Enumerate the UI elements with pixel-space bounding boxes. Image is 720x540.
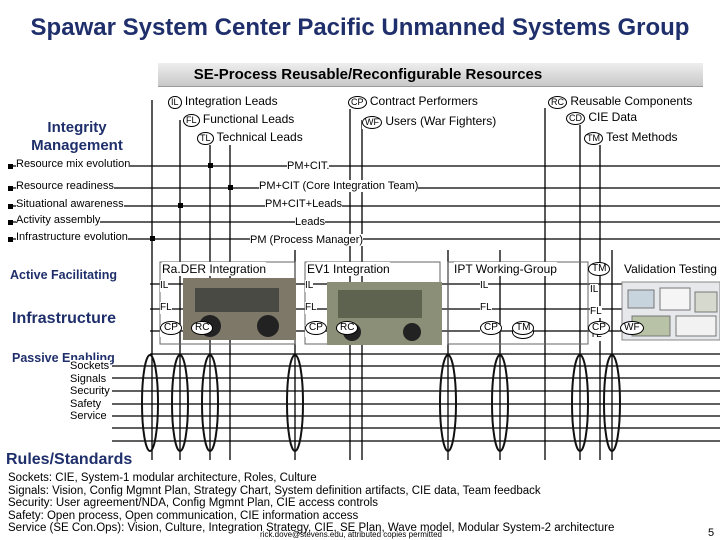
- cd-badge: CD: [566, 112, 585, 125]
- active-facilitating-label: Active Facilitating: [10, 268, 117, 282]
- role-tag-fl: FL: [160, 302, 172, 314]
- legend-wf: WF Users (War Fighters): [362, 114, 497, 129]
- role-tag-il: IL: [590, 284, 599, 296]
- project-title: EV1 Integration: [307, 262, 390, 276]
- node-marker: [208, 163, 213, 168]
- role-tag-il: IL: [480, 280, 489, 292]
- pm-label: PM (Process Manager): [250, 234, 364, 246]
- role-tag-tm: TM: [588, 262, 611, 276]
- rules-details: Sockets: CIE, System-1 modular architect…: [8, 472, 614, 535]
- role-tag-fl: FL: [590, 306, 602, 318]
- node-marker: [8, 204, 13, 209]
- role-tag-fl: FL: [305, 302, 317, 314]
- rule-item: Signals: [70, 372, 107, 385]
- rules-list: Sockets Signals Security Safety Service: [70, 360, 110, 423]
- legend-rc: RC Reusable Components: [548, 94, 693, 109]
- tm-badge: TM: [584, 132, 603, 145]
- integrity-item: Resource mix evolution: [16, 158, 131, 170]
- node-marker: [8, 237, 13, 242]
- role-tag-il: IL: [305, 280, 314, 292]
- subtitle: SE-Process Reusable/Reconfigurable Resou…: [193, 66, 543, 83]
- project-title: Validation Testing: [624, 262, 717, 276]
- rule-item: Service: [70, 410, 107, 422]
- pm-label: PM+CIT (Core Integration Team): [259, 180, 419, 192]
- rule-item: Security: [70, 385, 110, 397]
- integrity-item: Activity assembly: [16, 214, 101, 226]
- legend-tl-text: Technical Leads: [216, 130, 303, 144]
- tl-badge: TL: [197, 132, 214, 145]
- credit-line: rick.dove@stevens.edu, attributed copies…: [260, 530, 442, 539]
- node-marker: [150, 236, 155, 241]
- rule-line: Safety: Open process, Open communication…: [8, 509, 359, 522]
- pm-label: PM+CIT+Leads: [265, 198, 343, 210]
- role-tag-rc: RC: [191, 321, 214, 335]
- legend-wf-text: Users (War Fighters): [385, 114, 497, 128]
- page-number: 5: [708, 527, 715, 539]
- pm-label: Leads: [295, 216, 325, 228]
- legend-cp: CP Contract Performers: [348, 94, 478, 109]
- pm-label: PM+CIT.: [287, 160, 330, 172]
- node-marker: [8, 220, 13, 225]
- role-tag-wf: WF: [620, 321, 644, 335]
- il-badge: IL: [168, 96, 182, 109]
- node-marker: [8, 186, 13, 191]
- wf-badge: WF: [362, 116, 382, 129]
- node-marker: [228, 185, 233, 190]
- node-marker: [178, 203, 183, 208]
- rc-badge: RC: [548, 96, 567, 109]
- integrity-item: Resource readiness: [16, 180, 114, 192]
- rule-line: Signals: Vision, Config Mgmnt Plan, Stra…: [8, 484, 541, 497]
- integrity-item: Infrastructure evolution: [16, 231, 128, 243]
- cp-badge: CP: [348, 96, 367, 109]
- role-tag-rc: RC: [336, 321, 359, 335]
- rule-line: Security: User agreement/NDA, Config Mgm…: [8, 497, 379, 509]
- role-tag-cp: CP: [305, 321, 327, 335]
- role-tag-cp: CP: [588, 321, 610, 335]
- integrity-item: Situational awareness: [16, 198, 124, 210]
- legend-tl: TL Technical Leads: [197, 130, 303, 145]
- legend-cp-text: Contract Performers: [369, 94, 478, 108]
- page-title: Spawar System Center Pacific Unmanned Sy…: [30, 14, 690, 41]
- legend-rc-text: Reusable Components: [570, 94, 693, 108]
- node-marker: [8, 164, 13, 169]
- role-tag-cp: CP: [480, 321, 502, 335]
- legend-cd-text: CIE Data: [588, 110, 638, 124]
- rule-item: Safety: [70, 397, 102, 410]
- subtitle-banner: [158, 63, 703, 87]
- legend-cd: CD CIE Data: [566, 110, 638, 125]
- fl-badge: FL: [183, 114, 200, 127]
- legend-il: IL Integration Leads: [168, 94, 278, 109]
- rules-standards-heading: Rules/Standards: [6, 451, 133, 468]
- legend-il-text: Integration Leads: [184, 94, 278, 108]
- legend-tm: TM Test Methods: [584, 130, 678, 145]
- rule-item: Sockets: [70, 360, 110, 372]
- role-tag-cp: CP: [160, 321, 182, 335]
- integrity-management-heading: Integrity Management: [31, 119, 123, 154]
- role-tag-tm: TM: [512, 321, 535, 335]
- infrastructure-heading: Infrastructure: [12, 310, 117, 327]
- role-tag-fl: FL: [480, 302, 492, 314]
- rule-line: Sockets: CIE, System-1 modular architect…: [8, 472, 317, 484]
- legend-fl-text: Functional Leads: [202, 112, 295, 126]
- rule-line: Service (SE Con.Ops): Vision, Culture, I…: [8, 522, 615, 534]
- project-title: Ra.DER Integration: [162, 262, 267, 276]
- project-title: IPT Working-Group: [454, 262, 557, 276]
- role-tag-il: IL: [160, 280, 169, 292]
- legend-tm-text: Test Methods: [606, 130, 678, 144]
- legend-fl: FL Functional Leads: [183, 112, 295, 127]
